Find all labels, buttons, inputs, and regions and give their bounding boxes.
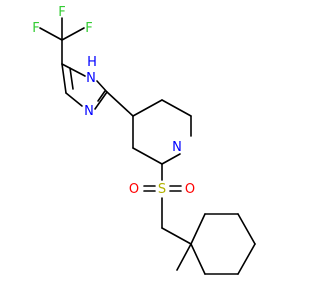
bonds [39, 17, 256, 275]
bond [161, 227, 192, 245]
molecule-drawing: F F F H N N N S O O [32, 5, 256, 275]
bond [65, 92, 83, 107]
bond [190, 243, 206, 275]
bond [61, 27, 85, 41]
bond [176, 243, 192, 271]
bond [237, 213, 256, 245]
atom-label-oxygen: O [185, 182, 195, 197]
bond [61, 63, 86, 77]
atom-label-fluorine: F [58, 5, 65, 20]
atom-label-fluorine: F [32, 21, 39, 36]
atom-label-sulfur: S [158, 182, 166, 197]
atom-label-fluorine: F [85, 21, 92, 36]
atom-label-nitrogen-nh: N [86, 71, 96, 86]
atom-labels: F F F H N N N S O O [32, 5, 195, 197]
bond [61, 63, 67, 94]
bond [106, 91, 134, 117]
bond [39, 27, 63, 41]
bond [94, 91, 108, 110]
bond [161, 99, 192, 117]
atom-label-hydrogen: H [87, 55, 97, 70]
bond [96, 80, 108, 93]
bond [132, 99, 163, 117]
bond [237, 243, 256, 275]
atom-label-nitrogen-imidazole: N [84, 104, 94, 119]
atom-label-oxygen: O [129, 182, 139, 197]
atom-label-nitrogen-piperidine: N [172, 140, 182, 155]
bond [69, 67, 74, 90]
bond [97, 90, 106, 102]
bond [190, 213, 206, 245]
bond [132, 147, 163, 165]
bond [161, 153, 181, 165]
structure-diagram: F F F H N N N S O O [32, 5, 256, 275]
